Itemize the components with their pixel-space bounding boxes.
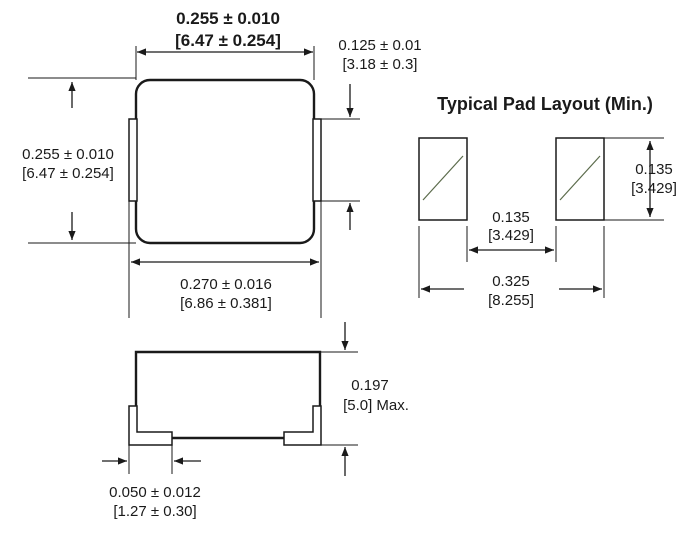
top-height-mm-label: [6.47 ± 0.254] <box>22 165 114 182</box>
pad-span-mm-label: [8.255] <box>488 292 534 309</box>
terminal-mm-label: [3.18 ± 0.3] <box>343 56 418 73</box>
pad-height-inch-label: 0.135 <box>635 161 673 178</box>
top-width-mm-label: [6.47 ± 0.254] <box>175 31 281 50</box>
pad-layout-title: Typical Pad Layout (Min.) <box>437 94 653 114</box>
pad-height-mm-label: [3.429] <box>631 180 677 197</box>
overall-width-inch-label: 0.270 ± 0.016 <box>180 276 272 293</box>
lead-width-mm-label: [1.27 ± 0.30] <box>113 503 196 520</box>
left-pad <box>418 137 468 221</box>
pad-span-inch-label: 0.325 <box>492 273 530 290</box>
top-view: 0.255 ± 0.010 [6.47 ± 0.254] 0.255 ± 0.0… <box>22 9 422 318</box>
top-height-inch-label: 0.255 ± 0.010 <box>22 146 114 163</box>
right-pad <box>555 137 605 221</box>
right-terminal <box>312 118 322 202</box>
side-height-inch-label: 0.197 <box>351 377 389 394</box>
side-height-mm-label: [5.0] Max. <box>343 397 409 414</box>
left-terminal <box>128 118 138 202</box>
pad-gap-inch-label: 0.135 <box>492 209 530 226</box>
terminal-inch-label: 0.125 ± 0.01 <box>338 37 421 54</box>
pad-layout: Typical Pad Layout (Min.) 0.135 [3.429] … <box>418 94 677 309</box>
pad-gap-mm-label: [3.429] <box>488 227 534 244</box>
side-view: 0.197 [5.0] Max. 0.050 ± 0.012 [1.27 ± 0… <box>102 322 409 520</box>
lead-width-inch-label: 0.050 ± 0.012 <box>109 484 201 501</box>
component-body-top <box>134 78 316 245</box>
overall-width-mm-label: [6.86 ± 0.381] <box>180 295 272 312</box>
top-width-inch-label: 0.255 ± 0.010 <box>176 9 280 28</box>
component-body-side <box>134 350 322 440</box>
